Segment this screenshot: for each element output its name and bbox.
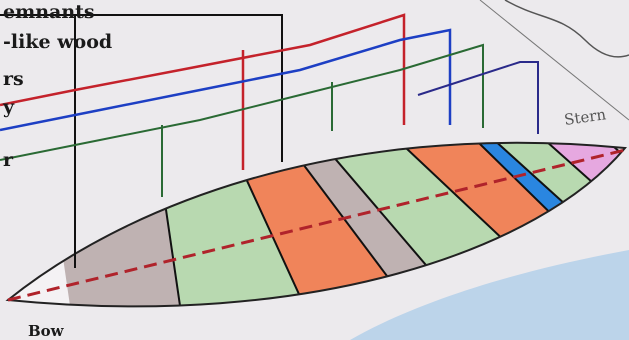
legend-label-ers: rs (3, 68, 24, 90)
legend-label-r: r (3, 149, 14, 171)
legend-label-remnants: emnants (3, 1, 95, 23)
legend-label-wood: -like wood (3, 31, 112, 53)
legend-label-y: y (2, 96, 15, 118)
bow-label: Bow (28, 322, 65, 340)
